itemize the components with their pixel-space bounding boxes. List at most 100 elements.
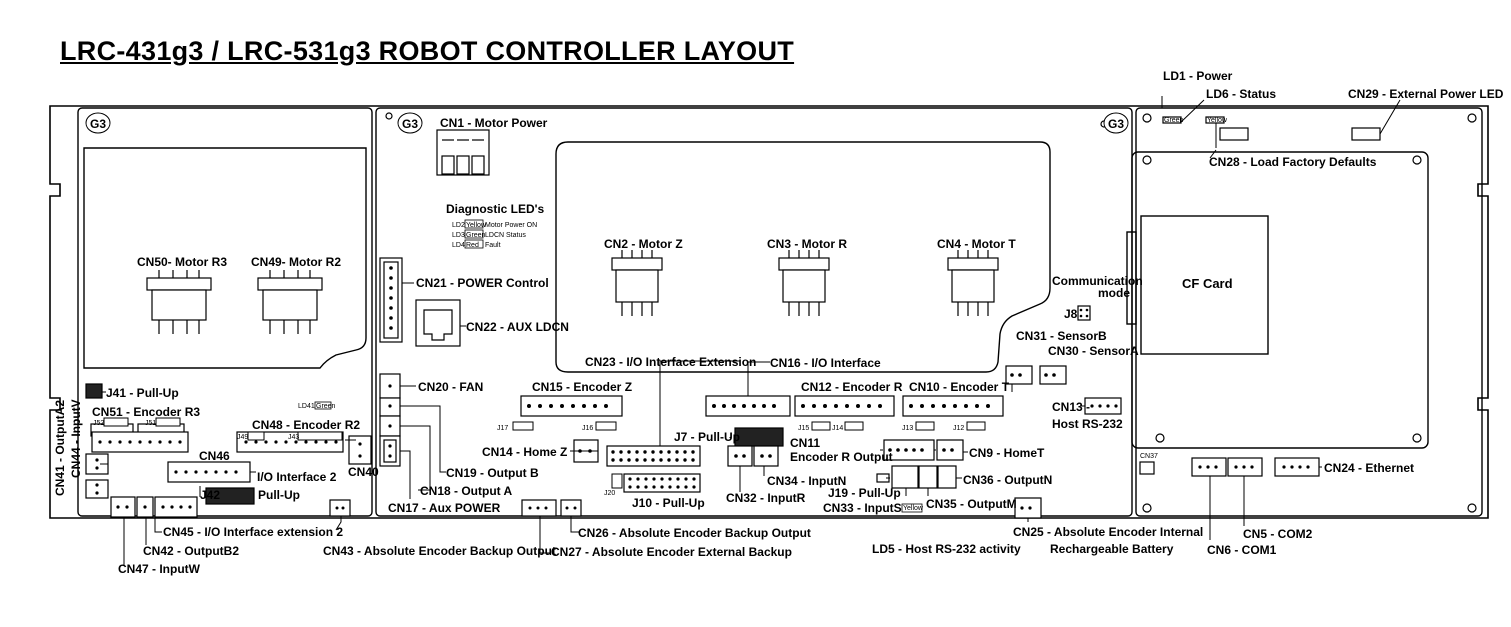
label-cn6: CN6 - COM1: [1207, 543, 1277, 557]
label-cn43: CN43 - Absolute Encoder Backup Output: [323, 544, 556, 558]
j17-label: J17: [497, 425, 508, 432]
ld6-led-tag: Yellow: [1207, 117, 1228, 124]
ld41-label: LD41: [298, 403, 315, 410]
right-subboard: [1131, 151, 1429, 449]
mounting-hole: [1155, 433, 1165, 443]
label-cn25b: Rechargeable Battery: [1050, 542, 1174, 556]
label-cn36: CN36 - OutputN: [963, 473, 1052, 487]
g3-badge-text: G3: [90, 117, 106, 131]
ld5-led-tag: Yellow: [903, 505, 924, 512]
label-cn49: CN49- Motor R2: [251, 255, 341, 269]
mounting-hole: [1412, 155, 1422, 165]
label-cn2: CN2 - Motor Z: [604, 237, 683, 251]
j49-label: J49: [237, 434, 248, 441]
label-cn47: CN47 - InputW: [118, 562, 201, 576]
comm-mode-line1: Communication: [1052, 274, 1143, 288]
label-cn42: CN42 - OutputB2: [143, 544, 239, 558]
middle-subboard: [555, 141, 1051, 373]
label-cn41: CN41 - OutputA2: [53, 400, 67, 496]
label-cn9: CN9 - HomeT: [969, 446, 1045, 460]
label-cn40: CN40: [348, 465, 379, 479]
ld41-led-tag: Green: [316, 403, 336, 410]
label-cn32: CN32 - InputR: [726, 491, 806, 505]
left-subboard: [83, 147, 367, 369]
right-panel: [1135, 107, 1483, 517]
label-cn19: CN19 - Output B: [446, 466, 539, 480]
cf-slot: [1126, 231, 1137, 325]
diag-ld3-color: Green: [466, 232, 486, 239]
diag-ld2-id: LD2: [452, 222, 465, 229]
leader-lines: [100, 96, 1401, 565]
j14-label: J14: [832, 425, 843, 432]
j16-label: J16: [582, 425, 593, 432]
cf-card: [1140, 215, 1269, 355]
diag-ld2-desc: Motor Power ON: [485, 222, 537, 229]
label-cn29: CN29 - External Power LED: [1348, 87, 1504, 101]
label-cn22: CN22 - AUX LDCN: [466, 320, 569, 334]
label-ld6: LD6 - Status: [1206, 87, 1276, 101]
mounting-hole: [1142, 155, 1152, 165]
j52-label: J52: [93, 420, 104, 427]
label-cn26: CN26 - Absolute Encoder Backup Output: [578, 526, 811, 540]
g3-badge: [397, 112, 423, 134]
label-cn20: CN20 - FAN: [418, 380, 483, 394]
label-io2: I/O Interface 2: [257, 470, 337, 484]
label-cn13a: CN13 -: [1052, 400, 1090, 414]
label-cn27: CN27 - Absolute Encoder External Backup: [551, 545, 792, 559]
g3-badge: [1103, 112, 1129, 134]
g3-badge-text: G3: [1108, 117, 1124, 131]
cf-card-label: CF Card: [1182, 276, 1233, 291]
g3-badge-text: G3: [402, 117, 418, 131]
label-cn25a: CN25 - Absolute Encoder Internal: [1013, 525, 1203, 539]
label-cn10: CN10 - Encoder T: [909, 380, 1010, 394]
label-cn48: CN48 - Encoder R2: [252, 418, 360, 432]
cn37-label: CN37: [1140, 453, 1158, 460]
ld1-led-tag: Green: [1164, 117, 1184, 124]
chassis-outline: [49, 105, 1489, 519]
j13-label: J13: [902, 425, 913, 432]
comm-mode-line2: mode: [1098, 286, 1130, 300]
label-cn18: CN18 - Output A: [420, 484, 513, 498]
label-cn23: CN23 - I/O Interface Extension: [585, 355, 756, 369]
label-cn35: CN35 - OutputM: [926, 497, 1017, 511]
label-cn45: CN45 - I/O Interface extension 2: [163, 525, 343, 539]
label-cn14: CN14 - Home Z: [482, 445, 567, 459]
label-j41: J41 - Pull-Up: [106, 386, 179, 400]
label-cn16: CN16 - I/O Interface: [770, 356, 881, 370]
j15-label: J15: [798, 425, 809, 432]
label-cn11a: CN11: [790, 436, 820, 450]
j43-label: J43: [288, 434, 299, 441]
connector-shapes: [85, 116, 1381, 519]
label-cn50: CN50- Motor R3: [137, 255, 227, 269]
label-cn13b: Host RS-232: [1052, 417, 1123, 431]
label-cn5: CN5 - COM2: [1243, 527, 1313, 541]
label-j42: J42: [200, 488, 220, 502]
j20-label: J20: [604, 490, 615, 497]
mounting-hole: [1142, 503, 1152, 513]
label-cn44: CN44 - InputV: [69, 399, 83, 478]
diag-ld4-id: LD4: [452, 242, 465, 249]
label-cn17: CN17 - Aux POWER: [388, 501, 501, 515]
label-cn34: CN34 - InputN: [767, 474, 846, 488]
mounting-hole: [1142, 113, 1152, 123]
label-ld5: LD5 - Host RS-232 activity: [872, 542, 1021, 556]
label-cn28: CN28 - Load Factory Defaults: [1209, 155, 1377, 169]
label-j10: J10 - Pull-Up: [632, 496, 705, 510]
label-cn3: CN3 - Motor R: [767, 237, 847, 251]
label-cn4: CN4 - Motor T: [937, 237, 1016, 251]
label-cn21: CN21 - POWER Control: [416, 276, 549, 290]
mounting-hole: [385, 112, 393, 120]
connector-pins: [95, 266, 1310, 510]
label-cn1: CN1 - Motor Power: [440, 116, 548, 130]
diag-ld4-desc: Fault: [485, 242, 501, 249]
g3-badge: [85, 112, 111, 134]
label-cn31: CN31 - SensorB: [1016, 329, 1107, 343]
label-j8: J8: [1064, 307, 1078, 321]
diag-ld2-color: Yellow: [466, 222, 487, 229]
label-cn30: CN30 - SensorA: [1048, 344, 1139, 358]
diag-title: Diagnostic LED's: [446, 202, 545, 216]
diag-ld4-color: Red: [466, 242, 479, 249]
page-title: LRC-431g3 / LRC-531g3 ROBOT CONTROLLER L…: [60, 36, 795, 66]
label-ld1: LD1 - Power: [1163, 69, 1233, 83]
